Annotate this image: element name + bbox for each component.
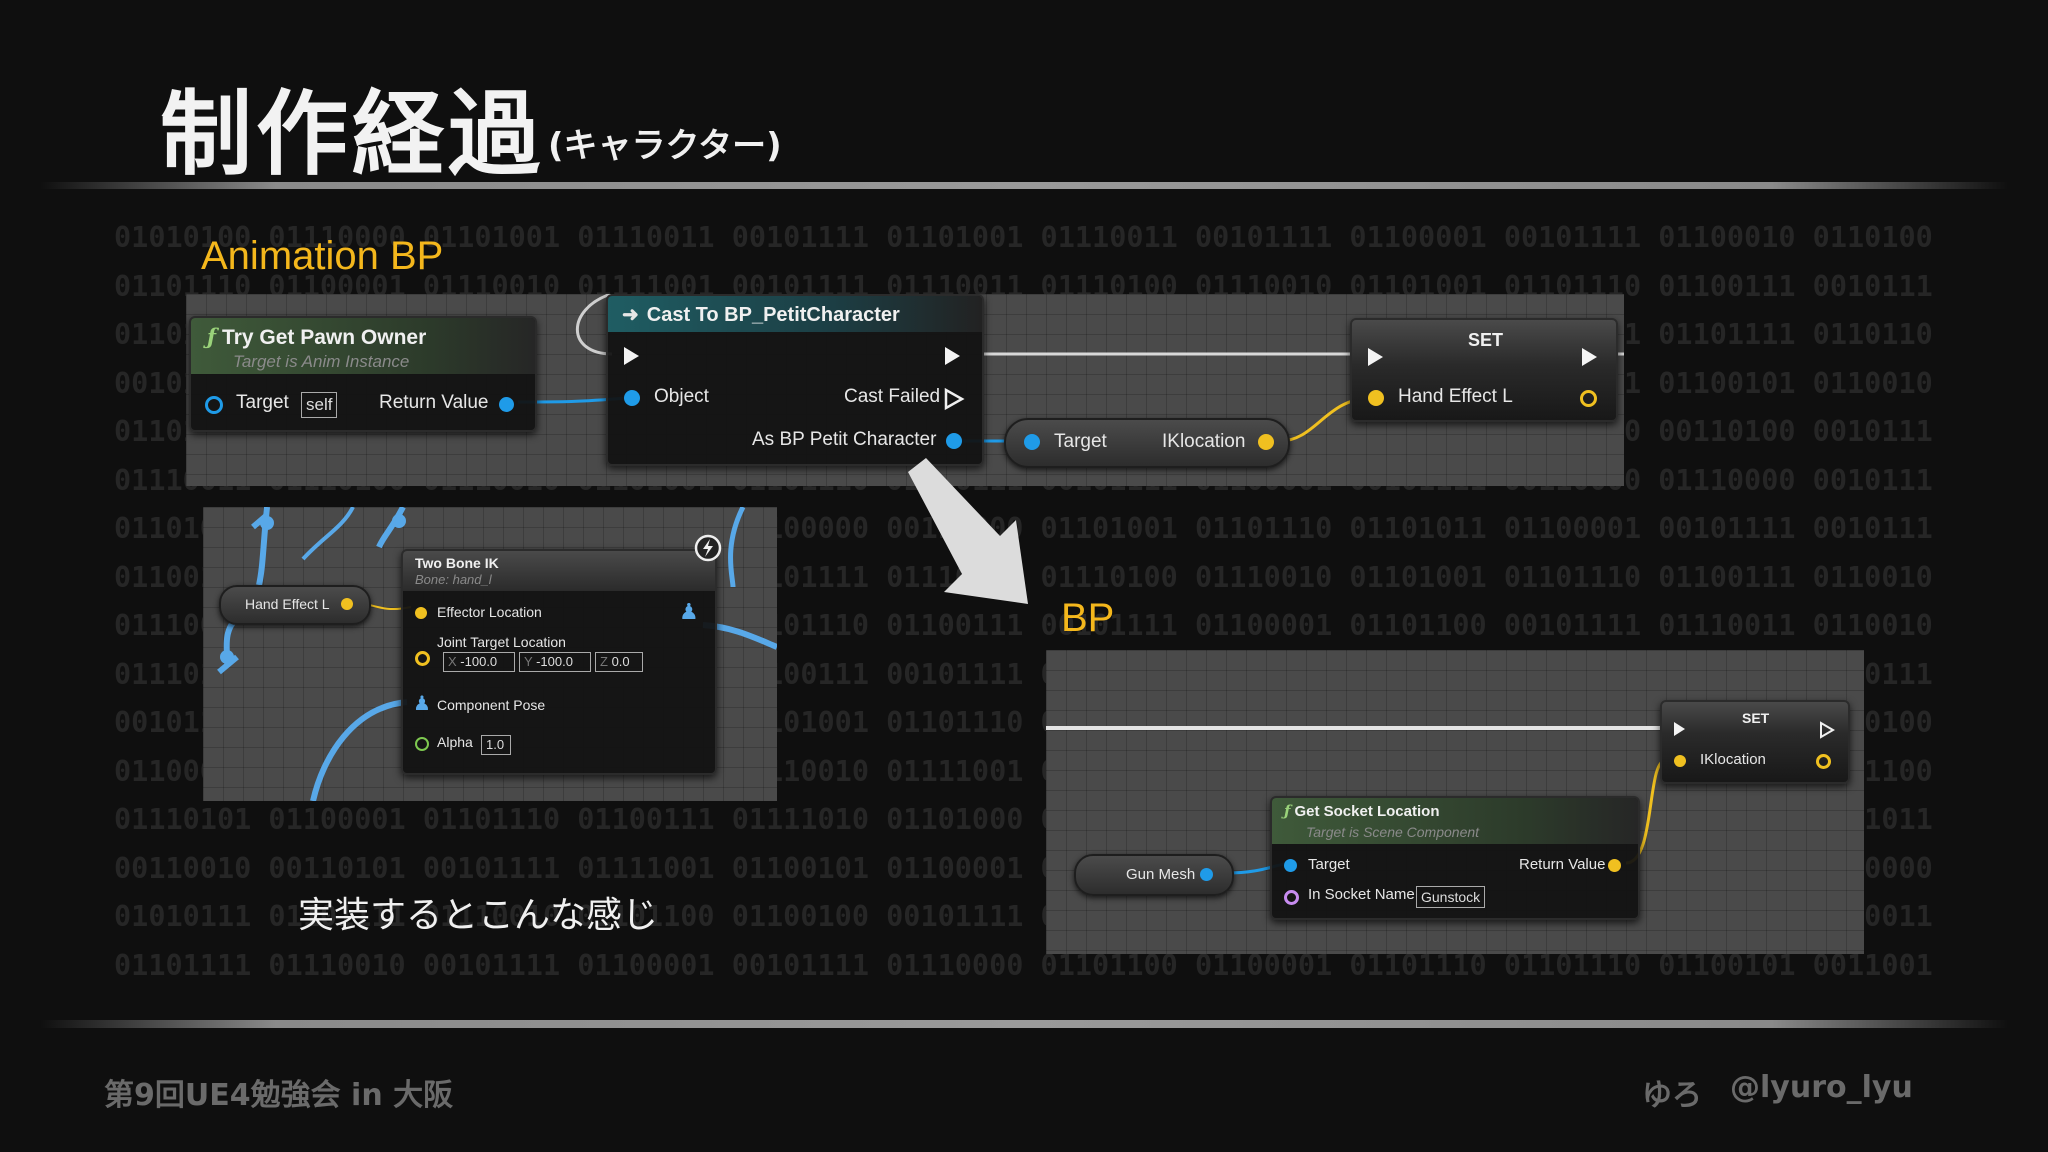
function-icon: ƒ — [1284, 802, 1291, 820]
binary-line: 01010100 01110000 01101001 01110011 0010… — [114, 221, 1934, 254]
hand-effect-out-pin[interactable] — [1580, 390, 1597, 407]
target-pin[interactable] — [1284, 859, 1297, 872]
cast-failed-exec-pin[interactable] — [943, 387, 965, 411]
node-header — [191, 318, 535, 374]
target-label: Target — [1054, 431, 1107, 452]
animation-bp-label: Animation BP — [201, 234, 444, 278]
node-title: Try Get Pawn Owner — [222, 326, 427, 349]
node-header — [403, 551, 715, 591]
node-header — [608, 296, 982, 332]
alpha-pin[interactable] — [415, 737, 429, 751]
target-pin[interactable] — [205, 396, 223, 414]
return-value-pin[interactable] — [1608, 859, 1621, 872]
slide-subtitle: (キャラクター) — [548, 126, 782, 166]
hand-effect-label: Hand Effect L — [1398, 386, 1513, 407]
target-pin[interactable] — [1024, 434, 1040, 450]
gun-mesh-label: Gun Mesh — [1126, 866, 1196, 883]
return-value-label: Return Value — [1519, 856, 1606, 873]
node-subtitle: Target is Anim Instance — [233, 352, 410, 371]
joint-target-location-label: Joint Target Location — [437, 634, 566, 650]
target-label: Target — [236, 392, 289, 413]
component-pose-label: Component Pose — [437, 697, 546, 713]
exec-in-pin[interactable] — [1368, 348, 1383, 366]
node-title: SET — [1742, 710, 1770, 726]
alpha-field[interactable]: 1.0 — [481, 735, 511, 755]
event-name: 第9回UE4勉強会 in 大阪 — [104, 1078, 454, 1113]
exec-out-pin[interactable] — [1818, 720, 1836, 740]
joint-x-field[interactable]: X -100.0 — [443, 652, 515, 672]
ik-location-label: IKlocation — [1162, 431, 1246, 452]
lightning-icon[interactable] — [693, 533, 723, 563]
exec-out-pin[interactable] — [1582, 348, 1597, 366]
socket-name-field[interactable]: Gunstock — [1416, 886, 1486, 908]
target-self-field[interactable]: self — [301, 392, 338, 418]
ik-location-label: IKlocation — [1700, 751, 1766, 768]
exec-wire-in — [575, 294, 613, 356]
caption-text: 実装するとこんな感じ — [298, 895, 659, 936]
cast-failed-label: Cast Failed — [844, 386, 941, 407]
set-hand-effect-node[interactable]: SET Hand Effect L — [1350, 318, 1618, 422]
set-ik-location-node[interactable]: SET IKlocation — [1660, 700, 1850, 784]
cast-icon: ➜ — [622, 304, 639, 326]
hand-effect-in-pin[interactable] — [1368, 390, 1384, 406]
object-pin[interactable] — [624, 390, 640, 406]
two-bone-ik-node[interactable]: Two Bone IK Bone: hand_l Effector Locati… — [401, 549, 717, 775]
node-subtitle: Target is Scene Component — [1306, 824, 1480, 840]
author-name: ゆろ — [1642, 1078, 1702, 1113]
as-character-pin[interactable] — [946, 433, 962, 449]
socket-name-label: In Socket Name — [1308, 886, 1415, 903]
component-pose-pin-icon[interactable]: ♟ — [413, 693, 431, 715]
return-value-label: Return Value — [379, 392, 489, 413]
effector-location-pin[interactable] — [415, 607, 427, 619]
node-title: Two Bone IK — [415, 555, 499, 571]
pose-output-icon[interactable]: ♟ — [679, 599, 699, 624]
object-label: Object — [654, 386, 709, 407]
bottom-divider — [40, 1020, 2008, 1028]
as-character-label: As BP Petit Character — [752, 429, 937, 450]
bp-label: BP — [1061, 596, 1115, 640]
joint-y-field[interactable]: Y -100.0 — [519, 652, 591, 672]
target-label: Target — [1308, 856, 1350, 873]
node-header — [1272, 798, 1638, 844]
alpha-label: Alpha — [437, 734, 473, 750]
function-icon: ƒ — [207, 324, 217, 349]
cast-node[interactable]: ➜ Cast To BP_PetitCharacter Object Cast F… — [606, 294, 984, 466]
effector-location-label: Effector Location — [437, 604, 542, 620]
top-divider — [40, 182, 2008, 189]
gun-mesh-out-pin[interactable] — [1200, 868, 1213, 881]
joint-z-field[interactable]: Z 0.0 — [595, 652, 643, 672]
node-title: Cast To BP_PetitCharacter — [646, 304, 900, 326]
binary-line: 01101111 01110010 00101111 01100001 0010… — [114, 948, 1934, 982]
node-title: SET — [1468, 330, 1504, 350]
return-value-pin[interactable] — [499, 397, 514, 412]
flow-arrow-icon — [908, 458, 1028, 604]
ik-location-get-node[interactable]: Target IKlocation — [1004, 418, 1290, 468]
exec-in-pin[interactable] — [1674, 722, 1685, 736]
hand-effect-label: Hand Effect L — [245, 596, 330, 612]
node-title: Get Socket Location — [1294, 803, 1440, 820]
ik-location-out-pin[interactable] — [1816, 754, 1831, 769]
hand-effect-out-pin[interactable] — [341, 598, 353, 610]
author-handle: @lyuro_lyu — [1730, 1070, 1913, 1105]
two-bone-ik-panel: Hand Effect L Two Bone IK Bone: hand_l E… — [203, 507, 777, 801]
node-subtitle: Bone: hand_l — [415, 572, 492, 587]
gun-mesh-get-node[interactable]: Gun Mesh — [1074, 854, 1234, 896]
ik-location-in-pin[interactable] — [1674, 755, 1686, 767]
slide-title: 制作経過 — [160, 81, 545, 188]
ik-location-pin[interactable] — [1258, 434, 1274, 450]
hand-effect-get-node[interactable]: Hand Effect L — [219, 585, 371, 625]
exec-in-pin[interactable] — [624, 347, 639, 365]
exec-out-pin[interactable] — [945, 347, 960, 365]
socket-name-pin[interactable] — [1284, 890, 1299, 905]
joint-target-location-pin[interactable] — [415, 651, 430, 666]
